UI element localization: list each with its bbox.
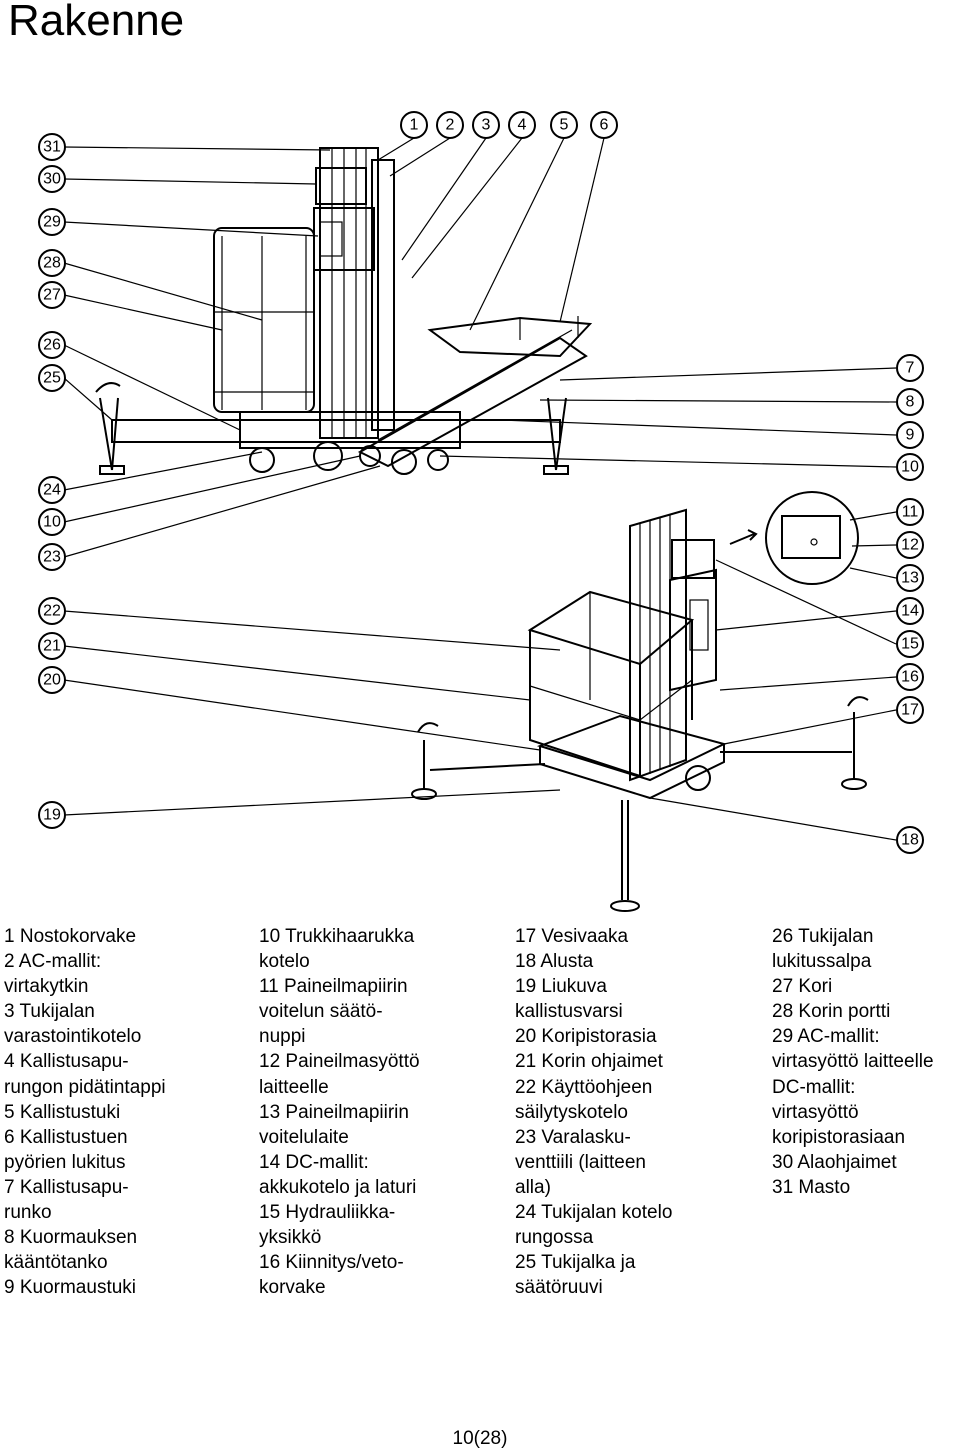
legend-line: 25 Tukijalka ja — [515, 1252, 636, 1274]
callout-10-right: 10 — [901, 459, 919, 476]
lift-structure-diagram: 31 30 29 28 27 26 25 24 10 23 22 21 20 1… — [38, 111, 924, 912]
legend-line: virtakytkin — [4, 976, 89, 998]
legend-line: virtasyöttö — [772, 1101, 859, 1123]
legend-line: runko — [4, 1202, 52, 1224]
callout-1: 1 — [410, 117, 419, 134]
callout-10-left: 10 — [43, 514, 61, 531]
legend-line: kotelo — [259, 951, 310, 973]
legend-line: 29 AC-mallit: — [772, 1026, 880, 1048]
callout-27: 27 — [43, 287, 61, 304]
legend-line: 4 Kallistusapu- — [4, 1051, 129, 1073]
legend-line: koripistorasiaan — [772, 1126, 906, 1148]
upper-lift-drawing — [95, 147, 593, 475]
legend-line: voitelun säätö- — [259, 1001, 383, 1023]
callout-18: 18 — [901, 832, 919, 849]
legend-line: 31 Masto — [772, 1176, 851, 1198]
page-number: 10(28) — [452, 1428, 508, 1449]
legend-line: 5 Kallistustuki — [4, 1101, 121, 1123]
legend-line: 17 Vesivaaka — [515, 926, 629, 947]
legend-line: DC-mallit: — [772, 1076, 856, 1098]
legend-line: nuppi — [259, 1026, 306, 1048]
legend-line: 23 Varalasku- — [515, 1126, 631, 1148]
callout-26: 26 — [43, 337, 61, 354]
legend-line: kääntötanko — [4, 1252, 108, 1274]
legend-line: 28 Korin portti — [772, 1001, 891, 1023]
callout-13: 13 — [901, 570, 919, 587]
legend-line: 14 DC-mallit: — [259, 1151, 369, 1173]
callout-17: 17 — [901, 702, 919, 719]
lower-lift-drawing — [411, 491, 869, 912]
legend-line: 26 Tukijalan — [772, 926, 874, 947]
legend-line: 6 Kallistustuen — [4, 1126, 128, 1148]
callout-14: 14 — [901, 603, 919, 620]
legend-line: 12 Paineilmasyöttö — [259, 1051, 420, 1073]
page-title: Rakenne — [8, 0, 185, 45]
legend-column-4: 26 Tukijalan lukitussalpa 27 Kori 28 Kor… — [772, 924, 960, 1200]
legend-line: säilytyskotelo — [515, 1101, 628, 1123]
callout-31: 31 — [43, 139, 61, 156]
callout-9: 9 — [906, 427, 915, 444]
legend-line: 7 Kallistusapu- — [4, 1176, 129, 1198]
callout-28: 28 — [43, 255, 61, 272]
legend-line: rungossa — [515, 1227, 594, 1249]
legend-column-3: 17 Vesivaaka 18 Alusta 19 Liukuva kallis… — [515, 924, 755, 1300]
legend-line: 11 Paineilmapiirin — [259, 976, 408, 998]
callout-3: 3 — [482, 117, 491, 134]
legend-line: korvake — [259, 1277, 326, 1299]
legend-line: 19 Liukuva — [515, 976, 607, 998]
callout-30: 30 — [43, 171, 61, 188]
legend-line: 18 Alusta — [515, 951, 594, 973]
callout-7: 7 — [906, 360, 915, 377]
legend-line: kallistusvarsi — [515, 1001, 623, 1023]
callout-16: 16 — [901, 669, 919, 686]
legend-line: 21 Korin ohjaimet — [515, 1051, 663, 1073]
callout-labels: 31 30 29 28 27 26 25 24 10 23 22 21 20 1… — [38, 111, 924, 854]
callout-23: 23 — [43, 549, 61, 566]
legend-line: pyörien lukitus — [4, 1151, 126, 1173]
callout-11: 11 — [902, 504, 919, 521]
legend-line: akkukotelo ja laturi — [259, 1176, 417, 1198]
legend-line: varastointikotelo — [4, 1026, 142, 1048]
legend-line: 10 Trukkihaarukka — [259, 926, 415, 947]
legend-line: 22 Käyttöohjeen — [515, 1076, 653, 1098]
legend-line: säätöruuvi — [515, 1277, 603, 1299]
legend-line: alla) — [515, 1176, 551, 1198]
legend-line: 2 AC-mallit: — [4, 951, 102, 973]
callout-2: 2 — [446, 117, 455, 134]
callout-25: 25 — [43, 370, 61, 387]
callout-19: 19 — [43, 807, 61, 824]
legend-line: virtasyöttö laitteelle — [772, 1051, 934, 1073]
legend-line: yksikkö — [259, 1227, 322, 1249]
callout-5: 5 — [560, 117, 569, 134]
callout-22: 22 — [43, 603, 61, 620]
callout-6: 6 — [600, 117, 609, 134]
legend-line: 20 Koripistorasia — [515, 1026, 657, 1048]
legend-column-2: 10 Trukkihaarukka kotelo 11 Paineilmapii… — [259, 924, 499, 1300]
callout-21: 21 — [43, 638, 61, 655]
legend-line: venttiili (laitteen — [515, 1151, 646, 1173]
legend-line: 15 Hydrauliikka- — [259, 1202, 396, 1224]
callout-24: 24 — [43, 482, 61, 499]
leader-lines — [63, 137, 897, 841]
legend-line: voitelulaite — [259, 1126, 349, 1148]
legend-line: 8 Kuormauksen — [4, 1227, 138, 1249]
callout-15: 15 — [901, 636, 919, 653]
legend-line: lukitussalpa — [772, 951, 872, 973]
legend-line: rungon pidätintappi — [4, 1076, 166, 1098]
legend-line: 13 Paineilmapiirin — [259, 1101, 409, 1123]
callout-4: 4 — [518, 117, 527, 134]
callout-8: 8 — [906, 394, 915, 411]
legend-line: 3 Tukijalan — [4, 1001, 95, 1023]
callout-29: 29 — [43, 214, 61, 231]
callout-20: 20 — [43, 672, 61, 689]
legend-line: laitteelle — [259, 1076, 329, 1098]
legend-line: 27 Kori — [772, 976, 833, 998]
legend-line: 30 Alaohjaimet — [772, 1151, 897, 1173]
legend-line: 1 Nostokorvake — [4, 926, 137, 947]
legend-line: 16 Kiinnitys/veto- — [259, 1252, 404, 1274]
legend-line: 24 Tukijalan kotelo — [515, 1202, 673, 1224]
callout-12: 12 — [901, 537, 919, 554]
legend-column-1: 1 Nostokorvake 2 AC-mallit: virtakytkin … — [4, 924, 244, 1300]
legend-line: 9 Kuormaustuki — [4, 1277, 137, 1299]
